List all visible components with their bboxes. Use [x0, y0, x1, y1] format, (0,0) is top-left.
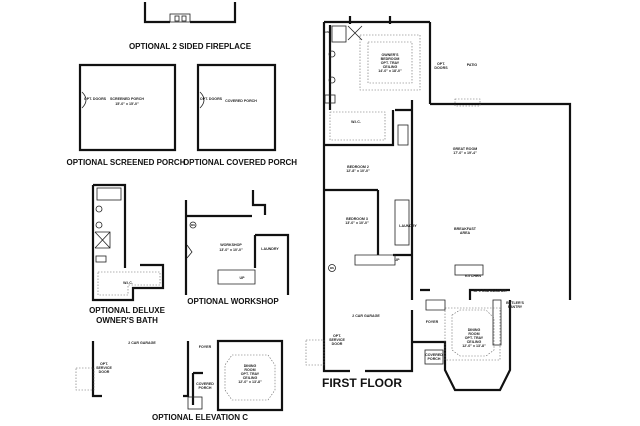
service-door-label: SERVICE	[329, 338, 345, 342]
optional-screened-porch-plan: OPT. DOORS SCREENED PORCH 15'-0" x 15'-0…	[67, 63, 186, 167]
great-room-label: GREAT ROOM	[453, 147, 478, 151]
service-door-label: OPT.	[100, 362, 108, 366]
dishwasher-label: OPT. DISHWASHER	[473, 289, 507, 293]
workshop-caption: OPTIONAL WORKSHOP	[187, 297, 279, 306]
dining-label: DINING	[244, 364, 257, 368]
deluxe-bath-caption-1: OPTIONAL DELUXE	[89, 306, 166, 315]
dining-ceiling: OPT. TRAY	[465, 336, 484, 340]
opt-doors-label: OPT. DOORS	[200, 97, 223, 101]
covered-porch-label: PORCH	[199, 386, 212, 390]
bedroom-3-label: BEDROOM 3	[346, 217, 368, 221]
service-door-label: DOOR	[99, 370, 110, 374]
stairs-up-label: UP	[395, 258, 401, 262]
dining-label: DINING	[468, 328, 481, 332]
owners-bedroom-label: OWNER'S	[381, 53, 399, 57]
dining-label: CEILING	[243, 376, 258, 380]
optional-elevation-c-plan: 2 CAR GARAGE OPT. SERVICE DOOR FOYER COV…	[75, 339, 284, 422]
linen-label: LIN	[325, 30, 329, 34]
laundry-label: LAUNDRY	[399, 224, 417, 228]
covered-porch-label: COVERED	[425, 353, 443, 357]
covered-porch-label: PORCH	[428, 357, 441, 361]
garage-label: 2 CAR GARAGE	[128, 341, 156, 345]
first-floor-caption: FIRST FLOOR	[322, 376, 402, 390]
kitchen-label: KITCHEN	[465, 274, 481, 278]
wic-label: W.I.C.	[123, 281, 133, 285]
room-size: 13'-0" x 10'-0"	[219, 248, 243, 252]
bedroom-2-size: 12'-8" x 10'-0"	[346, 169, 370, 173]
dining-size: 12'-0" x 13'-8"	[238, 380, 262, 384]
bedroom-2-label: BEDROOM 2	[347, 165, 369, 169]
laundry-label: LAUNDRY	[261, 247, 279, 251]
dining-ceiling: CEILING	[467, 340, 482, 344]
optional-fireplace-plan: OPTIONAL 2 SIDED FIREPLACE	[129, 2, 252, 51]
dining-label: ROOM	[244, 368, 255, 372]
room-size: 15'-0" x 15'-0"	[115, 102, 139, 106]
room-label: WORKSHOP	[220, 243, 242, 247]
optional-deluxe-bath-plan: W.I.C. OPTIONAL DELUXE OWNER'S BATH	[89, 183, 166, 325]
opt-doors-label: OPT. DOORS	[84, 97, 107, 101]
breakfast-label: AREA	[460, 231, 471, 235]
room-label: COVERED PORCH	[225, 99, 257, 103]
pantry-label: BUTLER'S	[506, 301, 524, 305]
patio-label: PATIO	[467, 63, 478, 67]
owners-bedroom-ceiling: OPT. TRAY	[381, 61, 400, 65]
foyer-label: FOYER	[426, 320, 439, 324]
service-door-label: OPT.	[333, 334, 341, 338]
deluxe-bath-caption-2: OWNER'S BATH	[96, 316, 158, 325]
first-floor-plan: OWNER'S BEDROOM OPT. TRAY CEILING 14'-0"…	[305, 16, 572, 392]
stairs-up-label: UP	[240, 276, 246, 280]
opt-doors-label: OPT.	[437, 62, 445, 66]
covered-porch-label: COVERED	[196, 382, 214, 386]
optional-covered-porch-plan: OPT. DOORS COVERED PORCH OPTIONAL COVERE…	[183, 63, 297, 167]
covered-porch-caption: OPTIONAL COVERED PORCH	[183, 158, 297, 167]
great-room-size: 17'-0" x 19'-4"	[453, 151, 477, 155]
screened-porch-caption: OPTIONAL SCREENED PORCH	[67, 158, 186, 167]
breakfast-label: BREAKFAST	[454, 227, 477, 231]
fireplace-caption: OPTIONAL 2 SIDED FIREPLACE	[129, 42, 252, 51]
service-door-label: SERVICE	[96, 366, 112, 370]
service-door-label: DOOR	[332, 342, 343, 346]
owners-bedroom-size: 14'-0" x 18'-0"	[378, 69, 402, 73]
room-label: SCREENED PORCH	[110, 97, 144, 101]
water-heater-label: WH	[191, 224, 195, 227]
dining-label: ROOM	[468, 332, 479, 336]
garage-label: 2 CAR GARAGE	[352, 314, 380, 318]
opt-doors-label: DOORS	[434, 66, 448, 70]
elevation-c-caption: OPTIONAL ELEVATION C	[152, 413, 248, 422]
foyer-label: FOYER	[199, 345, 212, 349]
dining-size: 12'-0" x 13'-8"	[462, 344, 486, 348]
wic-label: W.I.C.	[351, 120, 361, 124]
owners-bedroom-ceiling: CEILING	[383, 65, 398, 69]
bedroom-3-size: 13'-0" x 10'-0"	[345, 221, 369, 225]
water-heater-label: WH	[330, 266, 334, 270]
pantry-label: PANTRY	[508, 305, 523, 309]
optional-workshop-plan: WH WORKSHOP 13'-0" x 10'-0" LAUNDRY UP O…	[184, 190, 290, 306]
owners-bedroom-label: BEDROOM	[381, 57, 400, 61]
dining-label: OPT. TRAY	[241, 372, 260, 376]
